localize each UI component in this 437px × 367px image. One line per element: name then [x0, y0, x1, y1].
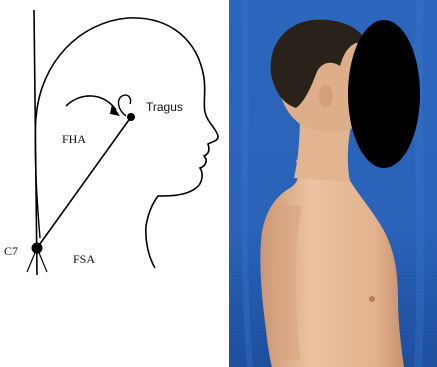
profile-photo	[229, 0, 437, 367]
curtain-fold	[418, 0, 420, 367]
chest-detail	[369, 296, 375, 302]
fha-label: FHA	[62, 132, 86, 146]
ear-shape	[319, 85, 333, 107]
face-privacy-mask	[348, 20, 420, 168]
fha-arc-arrow	[66, 96, 116, 110]
tragus-point	[127, 113, 135, 121]
ear-outline	[119, 95, 131, 116]
tragus-label: Tragus	[146, 100, 183, 114]
head-outline-diagram: Tragus FHA C7 FSA	[4, 10, 218, 275]
c7-spine-line-right	[37, 248, 47, 272]
c7-label: C7	[4, 244, 18, 258]
fsa-label: FSA	[73, 252, 95, 266]
c7-spine-line-left	[27, 248, 37, 272]
